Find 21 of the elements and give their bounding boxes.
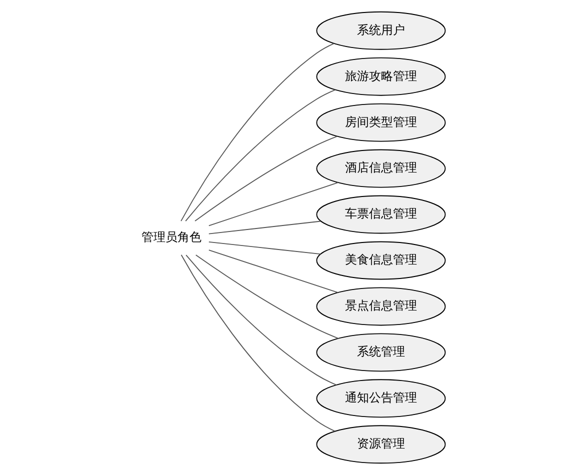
node-text: 管理员角色 <box>141 230 202 244</box>
node-ellipse: 资源管理 <box>316 425 446 464</box>
node-ellipse: 系统用户 <box>316 11 446 50</box>
node-ellipse: 车票信息管理 <box>316 195 446 234</box>
node-ellipse: 通知公告管理 <box>316 379 446 418</box>
connector <box>186 254 337 386</box>
node-ellipse: 房间类型管理 <box>316 103 446 142</box>
connector <box>180 254 336 432</box>
connector <box>208 182 338 226</box>
node-ellipse: 系统管理 <box>316 333 446 372</box>
node-ellipse: 景点信息管理 <box>316 287 446 326</box>
connector <box>185 89 336 222</box>
node-ellipse: 美食信息管理 <box>316 241 446 280</box>
node-ellipse: 旅游攻略管理 <box>316 57 446 96</box>
connector <box>208 220 321 234</box>
connector <box>195 254 339 339</box>
connector <box>194 136 338 222</box>
node-ellipse: 酒店信息管理 <box>316 149 446 188</box>
connector <box>208 241 321 254</box>
connector <box>180 43 334 222</box>
connector <box>208 250 338 293</box>
